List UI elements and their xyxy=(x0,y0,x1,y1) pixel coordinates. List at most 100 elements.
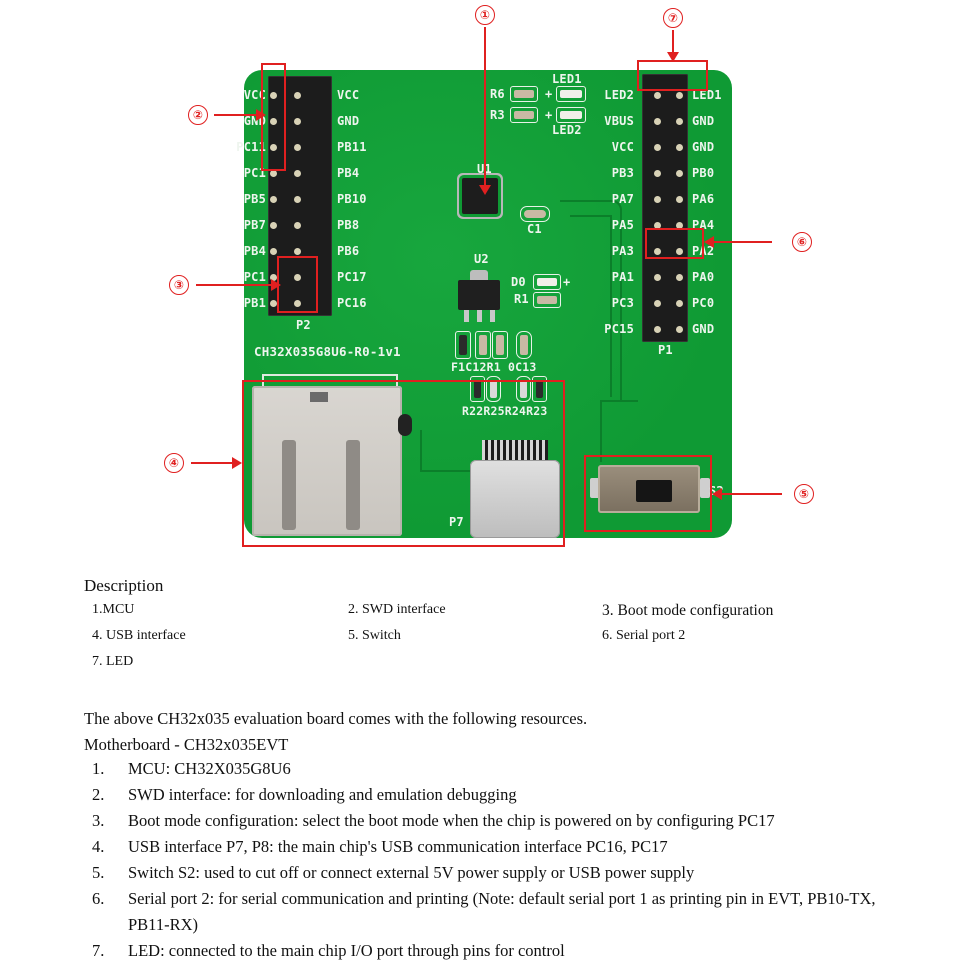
regulator-leg xyxy=(464,310,469,322)
description-title: Description xyxy=(84,576,164,595)
header-p1-pin-label-right: LED1 xyxy=(692,88,722,102)
regulator-leg xyxy=(490,310,495,322)
resource-item: 6.Serial port 2: for serial communicatio… xyxy=(84,886,904,938)
header-pin xyxy=(654,326,661,333)
header-p1-pin-label-right: GND xyxy=(692,140,715,154)
callout-6-arrowhead xyxy=(704,236,714,248)
header-pin xyxy=(270,196,277,203)
resource-item-text: SWD interface: for downloading and emula… xyxy=(128,785,517,804)
callout-1-line xyxy=(484,27,486,187)
header-pin xyxy=(654,170,661,177)
label-r3: R3 xyxy=(490,108,505,122)
header-pin xyxy=(270,118,277,125)
header-p1-pin-label-right: PB0 xyxy=(692,166,715,180)
callout-5-arrowhead xyxy=(712,488,722,500)
description-item: 1.MCU xyxy=(92,602,135,617)
header-p1-pin-label-left: PA1 xyxy=(611,270,634,284)
resistor-r25 xyxy=(486,376,501,402)
resource-item: 7.LED: connected to the main chip I/O po… xyxy=(84,938,904,964)
header-pin xyxy=(654,274,661,281)
header-pin xyxy=(654,248,661,255)
header-pin xyxy=(654,300,661,307)
resource-item-number: 6. xyxy=(92,889,105,908)
header-pin xyxy=(294,300,301,307)
header-pin xyxy=(294,222,301,229)
callout-7: ⑦ xyxy=(663,8,683,28)
label-led1: LED1 xyxy=(552,72,582,86)
resource-item-text: MCU: CH32X035G8U6 xyxy=(128,759,291,778)
resource-item: 4.USB interface P7, P8: the main chip's … xyxy=(84,834,904,860)
header-pin xyxy=(654,144,661,151)
resource-item: 3.Boot mode configuration: select the bo… xyxy=(84,808,904,834)
regulator-leg xyxy=(477,310,482,322)
header-pin xyxy=(676,248,683,255)
header-pin xyxy=(676,196,683,203)
header-p1-pin-label-left: LED2 xyxy=(604,88,634,102)
header-p2-pin-label-right: PC17 xyxy=(337,270,367,284)
callout-5-line xyxy=(720,493,782,495)
header-pin xyxy=(676,274,683,281)
header-p1-pin-label-left: PA5 xyxy=(611,218,634,232)
mcu-chip xyxy=(462,178,498,214)
resource-item-number: 2. xyxy=(92,785,105,804)
label-u2: U2 xyxy=(474,252,489,266)
header-p2-pin-label-right: PB4 xyxy=(337,166,360,180)
header-pin xyxy=(294,92,301,99)
header-pin xyxy=(270,248,277,255)
description-item: 3. Boot mode configuration xyxy=(602,602,774,619)
header-p1-pin-label-left: PB3 xyxy=(611,166,634,180)
usb-a-slot xyxy=(346,440,360,530)
resource-item-number: 4. xyxy=(92,837,105,856)
resistor-r24 xyxy=(516,376,531,402)
header-pin xyxy=(294,274,301,281)
resource-item: 5.Switch S2: used to cut off or connect … xyxy=(84,860,904,886)
pcb-trace xyxy=(600,400,638,462)
resistor-r23 xyxy=(532,376,547,402)
header-pin xyxy=(294,170,301,177)
resources-intro-text: The above CH32x035 evaluation board come… xyxy=(84,709,588,728)
description-item: 2. SWD interface xyxy=(348,602,446,617)
header-p2-pin-label-left: PB7 xyxy=(243,218,266,232)
callout-6-line xyxy=(712,241,772,243)
header-pin xyxy=(676,144,683,151)
header-p1-pin-label-right: GND xyxy=(692,114,715,128)
pcb-trace xyxy=(560,200,622,402)
resistor-r22 xyxy=(470,376,485,402)
resistor-r10 xyxy=(492,331,508,359)
header-p1-label: P1 xyxy=(658,343,673,357)
callout-4: ④ xyxy=(164,453,184,473)
header-p1-pin-label-left: VBUS xyxy=(604,114,634,128)
label-led2: LED2 xyxy=(552,123,582,137)
header-pin xyxy=(270,170,277,177)
callout-2-line xyxy=(214,114,258,116)
header-pin xyxy=(294,118,301,125)
resource-item-text: Boot mode configuration: select the boot… xyxy=(128,811,775,830)
header-pin xyxy=(270,222,277,229)
callout-1: ① xyxy=(475,5,495,25)
header-p1-pin-label-left: PA7 xyxy=(611,192,634,206)
header-p1-pin-label-left: VCC xyxy=(611,140,634,154)
resistor-r3 xyxy=(510,107,538,123)
header-p1-pin-label-right: PA0 xyxy=(692,270,715,284)
pcb-trace xyxy=(420,430,482,472)
plus-sign: + xyxy=(545,87,553,101)
header-p2-pin-label-left: VCC xyxy=(243,88,266,102)
header-pin xyxy=(270,92,277,99)
callout-5: ⑤ xyxy=(794,484,814,504)
header-pin xyxy=(294,196,301,203)
header-pin xyxy=(676,92,683,99)
resistor-r1 xyxy=(533,292,561,308)
header-p1-pin-label-left: PC3 xyxy=(611,296,634,310)
header-pin xyxy=(676,326,683,333)
header-pin xyxy=(270,274,277,281)
header-pin xyxy=(294,248,301,255)
header-pin xyxy=(654,196,661,203)
switch-ear xyxy=(700,478,710,498)
header-pin xyxy=(654,92,661,99)
switch-ear xyxy=(590,478,600,498)
plus-sign: + xyxy=(563,275,571,289)
header-p2-pin-label-left: PB1 xyxy=(243,296,266,310)
highlight-switch xyxy=(584,455,712,532)
header-p2-pin-label-left: PC1 xyxy=(243,166,266,180)
callout-4-arrowhead xyxy=(232,457,242,469)
